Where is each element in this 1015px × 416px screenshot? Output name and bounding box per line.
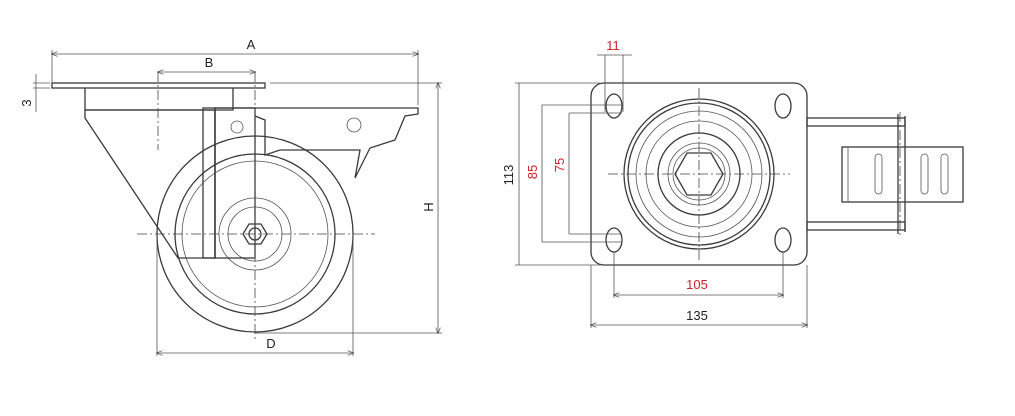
dim-h-label: H [421,202,436,211]
dim-75-label: 75 [552,158,567,172]
top-view: 11 113 85 75 105 135 [501,38,964,328]
fork [84,107,256,259]
dim-d-label: D [266,336,275,351]
brake-pedal [806,112,964,236]
brake-lever [215,107,419,179]
dim-thickness-label: 3 [19,99,34,106]
dim-105-label: 105 [686,277,708,292]
dim-slot-width-label: 11 [606,38,620,53]
dim-a-label: A [247,37,256,52]
top-plate [590,82,808,266]
mounting-slots [605,93,792,253]
dim-plate-height-label: 113 [501,165,516,186]
side-view: A B H D 3 [19,37,442,356]
dim-85-label: 85 [525,165,540,179]
dim-plate-width-label: 135 [686,308,708,323]
mounting-plate [51,82,266,111]
dim-b-label: B [205,55,214,70]
